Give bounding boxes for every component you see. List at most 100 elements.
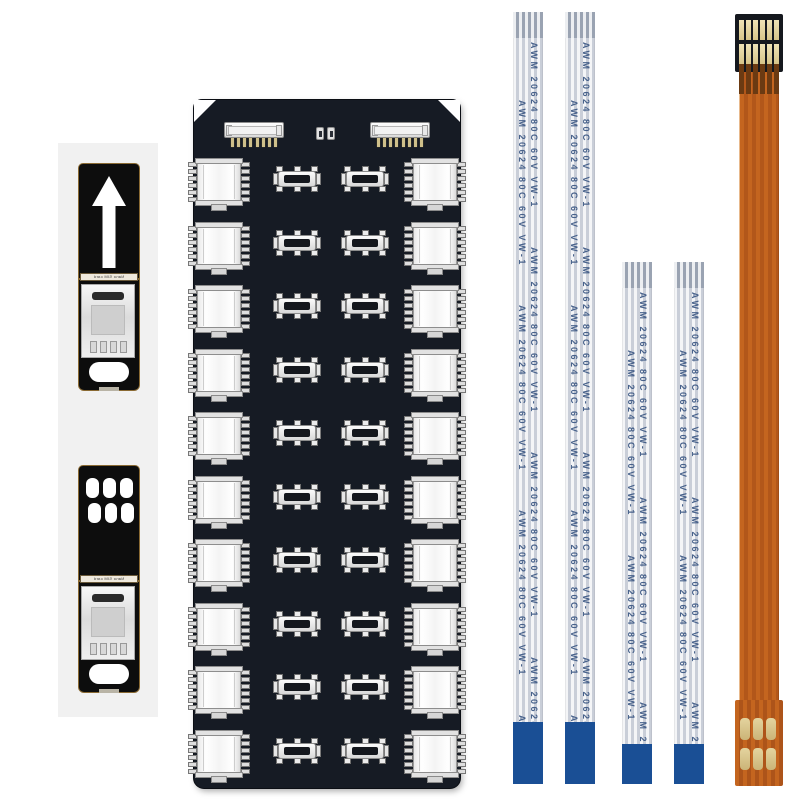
ffc-marking-text: AWM 20624 80C 60V VW-1 xyxy=(626,555,636,722)
sim-socket xyxy=(188,666,250,719)
ic-package xyxy=(272,483,322,510)
fpc-head-connector xyxy=(735,14,783,94)
fpc-bottom-pad-row-1 xyxy=(740,718,778,740)
ffc-marking-text: AWM 20624 80C 60V VW-1 xyxy=(638,702,648,784)
ic-package xyxy=(340,737,390,764)
sim-socket xyxy=(404,729,466,783)
sim-socket xyxy=(404,221,466,275)
ffc-marking-text: AWM 20624 80C 60V VW-1 xyxy=(638,292,648,459)
board-ffc-connector-2 xyxy=(370,122,430,138)
ic-package xyxy=(272,420,322,446)
ffc-marking-text: AWM 20624 80C 60V VW-1 xyxy=(517,305,527,472)
sim-socket xyxy=(188,412,250,465)
ffc-marking-text: AWM 20624 80C 60V VW-1 xyxy=(581,247,591,414)
ic-package xyxy=(272,547,322,573)
ffc-marking-text: AWM 20624 80C 60V VW-1 xyxy=(690,497,700,664)
sim-socket xyxy=(404,666,466,719)
sim-socket xyxy=(404,348,466,402)
metal-sim-socket xyxy=(81,284,135,358)
ffc-exposed-conductors xyxy=(565,12,595,38)
sim-adapter-tools-panel: Nano SIM card Nano SIM card xyxy=(58,143,158,717)
ffc-marking-text: AWM 20624 80C 60V VW-1 xyxy=(569,510,579,677)
ffc-marking-text: AWM 20624 80C 60V VW-1 xyxy=(529,247,539,414)
sim-socket xyxy=(188,158,250,211)
ffc-marking-text: AWM 20624 80C 60V VW-1 xyxy=(517,510,527,677)
metal-sim-socket xyxy=(81,586,135,660)
fpc-ribbon-body xyxy=(739,14,779,786)
center-smd-components xyxy=(316,127,335,140)
ffc-marking-text: AWM 20624 80C 60V VW-1 xyxy=(678,555,688,722)
board-connector-pins-1 xyxy=(231,138,277,147)
adapter-lip-label: Nano SIM card xyxy=(80,273,138,281)
ic-package xyxy=(340,674,390,700)
sim-socket xyxy=(188,285,250,338)
sim-socket xyxy=(404,412,466,465)
ffc-exposed-conductors xyxy=(674,262,704,288)
ic-package xyxy=(340,547,390,573)
adapter-tab xyxy=(99,387,119,391)
adapter-socket-section: Nano SIM card xyxy=(78,273,140,391)
fpc-bottom-pad-row-2 xyxy=(740,748,778,770)
ffc-blue-stiffener xyxy=(674,744,704,784)
ic-package xyxy=(340,356,390,383)
adapter-slot xyxy=(89,362,129,382)
ffc-marking-text: AWM 20624 80C 60V VW-1 xyxy=(529,42,539,209)
sim-socket xyxy=(188,602,250,656)
contact-pads-icon xyxy=(86,478,135,528)
ic-package xyxy=(340,420,390,446)
ic-package xyxy=(272,166,322,192)
sim-socket xyxy=(188,475,250,529)
fpc-head-traces xyxy=(739,64,779,94)
ffc-exposed-conductors xyxy=(622,262,652,288)
ffc-marking-text: AWM 20624 80C 60V VW-1 xyxy=(569,100,579,267)
ffc-blue-stiffener xyxy=(622,744,652,784)
sim-socket xyxy=(188,348,250,402)
sim-extender-pads: Nano SIM card xyxy=(78,465,140,693)
ic-package xyxy=(272,610,322,637)
adapter-socket-section: Nano SIM card xyxy=(78,575,140,693)
ffc-marking-text: AWM 20624 80C 60V VW-1 xyxy=(517,100,527,267)
ic-package xyxy=(340,610,390,637)
sim-extender-arrow: Nano SIM card xyxy=(78,163,140,391)
fpc-top-pad-row-2 xyxy=(739,44,779,64)
ffc-marking-text: AWM 20624 80C 60V VW-1 xyxy=(581,42,591,209)
ffc-marking-text: AWM 20624 80C 60V VW-1 xyxy=(678,350,688,517)
ffc-marking-text: AWM 20624 80C 60V VW-1 xyxy=(581,657,591,784)
ic-package xyxy=(272,229,322,256)
sim-socket xyxy=(188,539,250,592)
ffc-marking-text: AWM 20624 80C 60V VW-1 xyxy=(581,452,591,619)
sim-socket xyxy=(404,158,466,211)
ic-package xyxy=(272,674,322,700)
adapter-slot xyxy=(89,664,129,684)
ic-package xyxy=(272,293,322,319)
sim-socket xyxy=(404,539,466,592)
fpc-top-pad-row-1 xyxy=(739,20,779,40)
board-connector-pins-2 xyxy=(377,138,423,147)
ic-package xyxy=(340,293,390,319)
orange-fpc-sim-extender xyxy=(735,14,783,786)
adapter-top-pads xyxy=(78,465,140,581)
ffc-marking-text: AWM 20624 80C 60V VW-1 xyxy=(529,657,539,784)
up-arrow-icon xyxy=(92,176,126,268)
adapter-tab xyxy=(99,689,119,693)
ic-package xyxy=(272,356,322,383)
sim-socket-test-board xyxy=(188,100,466,788)
ffc-marking-text: AWM 20624 80C 60V VW-1 xyxy=(690,292,700,459)
sim-socket xyxy=(188,221,250,275)
ffc-blue-stiffener xyxy=(565,722,595,784)
adapter-top-arrow xyxy=(78,163,140,279)
adapter-lip-label: Nano SIM card xyxy=(80,575,138,583)
ffc-marking-text: AWM 20624 80C 60V VW-1 xyxy=(638,497,648,664)
ffc-blue-stiffener xyxy=(513,722,543,784)
board-ffc-connector-1 xyxy=(224,122,284,138)
ffc-marking-text: AWM 20624 80C 60V VW-1 xyxy=(690,702,700,784)
